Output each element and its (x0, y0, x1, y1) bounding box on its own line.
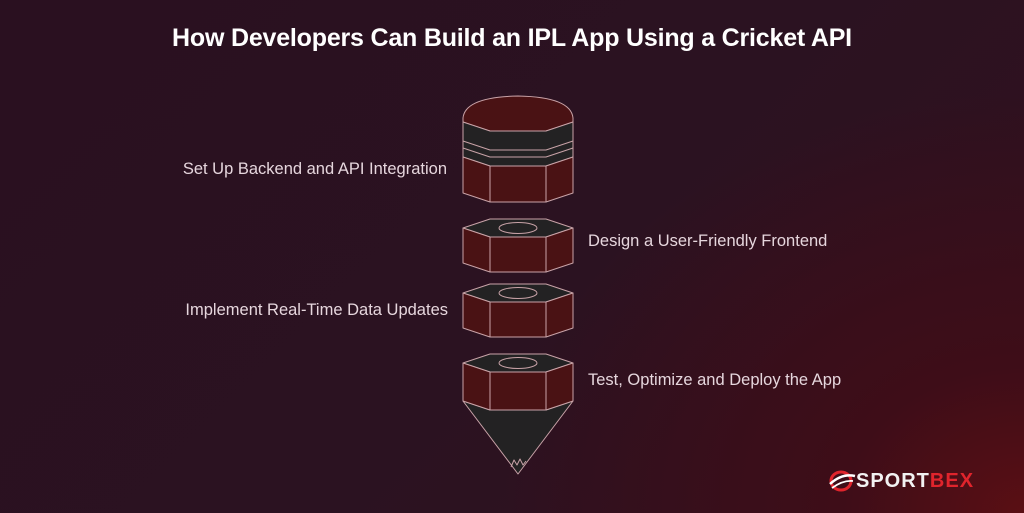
brand-name-accent: BEX (929, 469, 975, 492)
step-1-label: Set Up Backend and API Integration (182, 160, 447, 178)
step-3-label: Implement Real-Time Data Updates (185, 301, 448, 319)
step-4-label: Test, Optimize and Deploy the App (588, 371, 842, 389)
globe-swoosh-icon (829, 470, 856, 492)
page-title: How Developers Can Build an IPL App Usin… (172, 24, 852, 52)
stage-1-cap-shape (462, 95, 574, 203)
stage-3-hex-shape (462, 283, 574, 338)
brand-name: SPORTBEX (856, 470, 974, 493)
sportbex-logo: SPORTBEX (828, 468, 974, 494)
stage-4-tip-shape (462, 353, 574, 475)
brand-name-primary: SPORT (856, 469, 930, 492)
step-2-label: Design a User-Friendly Frontend (588, 232, 828, 250)
stage-2-hex-shape (462, 218, 574, 273)
